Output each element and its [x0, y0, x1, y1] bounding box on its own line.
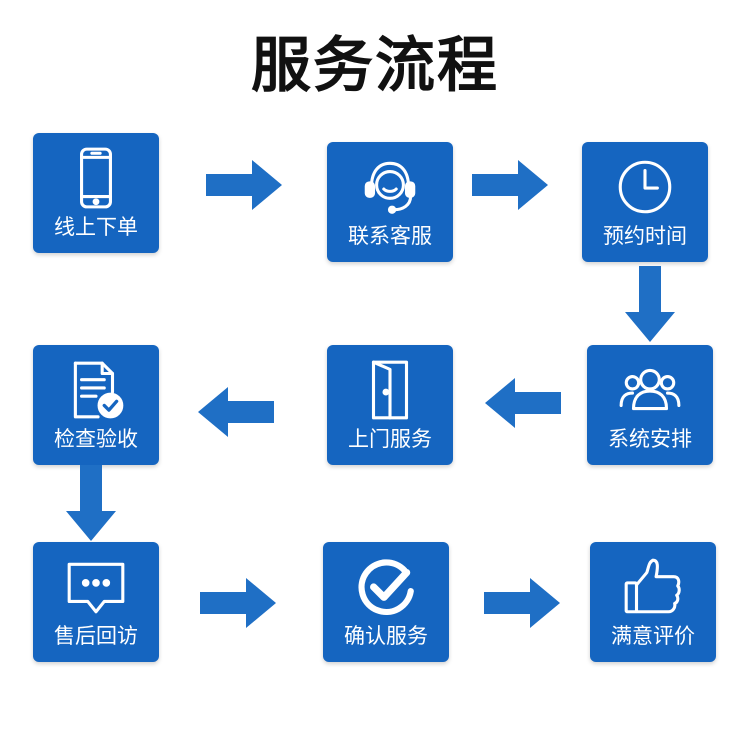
step-label: 系统安排: [608, 427, 692, 451]
step-label: 线上下单: [54, 215, 138, 239]
users-group-icon: [587, 353, 713, 427]
step-satisfaction-rating: 满意评价: [590, 542, 716, 662]
smartphone-icon: [33, 141, 159, 215]
flow-arrow-down: [625, 266, 675, 342]
step-book-time: 预约时间: [582, 142, 708, 262]
flow-arrow-left: [485, 378, 561, 428]
flow-arrow-left: [198, 387, 274, 437]
step-label: 预约时间: [603, 224, 687, 248]
step-online-order: 线上下单: [33, 133, 159, 253]
chat-bubble-icon: [33, 550, 159, 624]
step-contact-support: 联系客服: [327, 142, 453, 262]
step-label: 检查验收: [54, 427, 138, 451]
flow-arrow-right: [200, 578, 276, 628]
step-label: 确认服务: [344, 624, 428, 648]
step-label: 售后回访: [54, 624, 138, 648]
document-check-icon: [33, 353, 159, 427]
step-onsite-service: 上门服务: [327, 345, 453, 465]
step-label: 联系客服: [348, 224, 432, 248]
flow-arrow-right: [206, 160, 282, 210]
check-circle-icon: [323, 550, 449, 624]
headset-support-icon: [327, 150, 453, 224]
thumbs-up-icon: [590, 550, 716, 624]
clock-icon: [582, 150, 708, 224]
step-confirm-service: 确认服务: [323, 542, 449, 662]
step-system-arrange: 系统安排: [587, 345, 713, 465]
step-inspection: 检查验收: [33, 345, 159, 465]
page-title: 服务流程: [251, 31, 499, 101]
step-label: 满意评价: [611, 624, 695, 648]
flow-arrow-right: [472, 160, 548, 210]
step-after-sales-visit: 售后回访: [33, 542, 159, 662]
flow-arrow-right: [484, 578, 560, 628]
door-icon: [327, 353, 453, 427]
flow-arrow-down: [66, 465, 116, 541]
step-label: 上门服务: [348, 427, 432, 451]
